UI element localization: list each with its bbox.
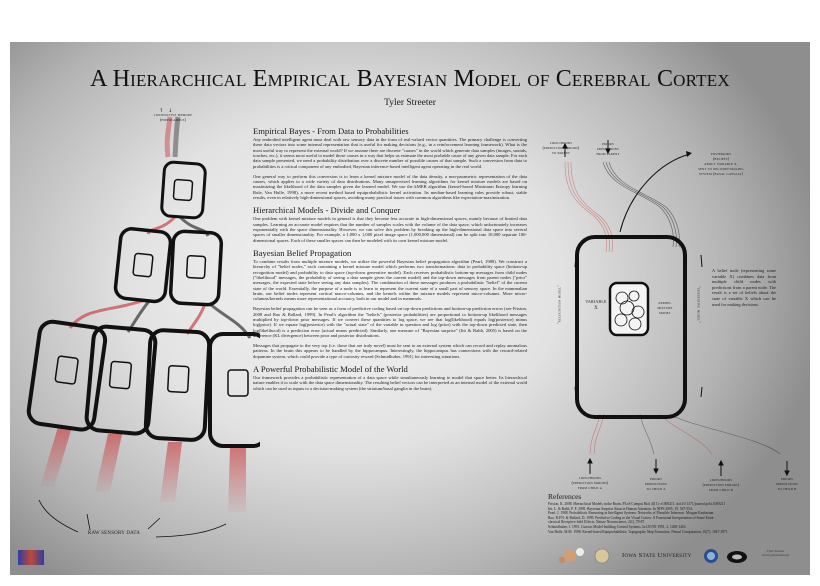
paragraph: To combine results from multiple mixture… <box>253 259 527 302</box>
poster-title: A Hierarchical Empirical Bayesian Model … <box>90 66 730 92</box>
belief-node <box>143 328 212 442</box>
section-belief-propagation: Bayesian Belief Propagation To combine r… <box>253 248 527 359</box>
reference-item: classical Receptive-field Effects. Natur… <box>548 520 646 525</box>
belief-node <box>26 319 108 432</box>
kernel-mixture-label: Kernelmixturemodel <box>657 301 673 315</box>
likelihoods-from-child-a-label: Likelihoods(prediction errors)from child… <box>571 476 609 490</box>
hierarchy-diagram: ↑ ↓ <box>26 108 260 538</box>
paragraph: Our framework provides a probabilistic r… <box>253 374 527 391</box>
reference-item: Friston, K. 2008. Hierarchical Models in… <box>548 502 726 506</box>
top-label-sub: (hippocampus) <box>159 118 187 122</box>
reference-item: Schmidhuber, J. 1991. Curious Model-buil… <box>548 524 687 529</box>
vrac-lab-logo <box>727 551 747 563</box>
references-heading: References <box>548 492 582 501</box>
section-heading: A Powerful Probabilistic Model of the Wo… <box>253 363 408 374</box>
belief-node <box>208 332 260 448</box>
paragraph: Bayesian belief propagation can be seen … <box>253 306 527 338</box>
belief-node <box>160 160 207 220</box>
text-column: Empirical Bayes - From Data to Probabili… <box>253 126 527 396</box>
paragraph: One problem with kernel mixture models i… <box>253 216 527 243</box>
seal-logo <box>594 548 610 564</box>
hippocampus-label: Conjunctive memory (hippocampus) <box>138 113 208 123</box>
raw-sensory-data-label: RAW SENSORY DATA <box>87 531 141 536</box>
posteriors-label: Posteriors(beliefs)about variable X,sent… <box>698 152 744 176</box>
arrow-down-icon: ↓ <box>168 108 172 114</box>
arrow-up-icon: ↑ <box>159 108 163 114</box>
section-empirical-bayes: Empirical Bayes - From Data to Probabili… <box>253 126 527 200</box>
sensory-arrows <box>38 499 227 538</box>
footer-logos <box>559 548 747 564</box>
section-probabilistic-model: A Powerful Probabilistic Model of the Wo… <box>253 364 527 391</box>
priors-to-child-b-label: Priorspredictionsto child B <box>776 477 798 491</box>
reference-item: Pearl, J. 1988. Probabilistic Reasoning … <box>548 511 715 516</box>
bubbles-logo <box>559 548 584 563</box>
references: References Friston, K. 2008. Hierarchica… <box>548 492 798 534</box>
paragraph: Any embodied intelligent agent must deal… <box>253 137 527 169</box>
belief-node <box>168 229 224 307</box>
belief-nodes <box>26 160 260 448</box>
poster: A Hierarchical Empirical Bayesian Model … <box>10 42 810 575</box>
top-strands <box>164 116 181 158</box>
reference-item: Rao, R.P.N. & Ballard, D. 1999. Predicti… <box>548 515 715 520</box>
sensory-strands <box>40 427 246 512</box>
emblem-logo <box>704 549 718 563</box>
belief-node-note: A belief node (representing some variabl… <box>712 268 776 307</box>
section-heading: Hierarchical Models - Divide and Conquer <box>253 205 401 216</box>
section-heading: Empirical Bayes - From Data to Probabili… <box>253 126 409 136</box>
likelihoods-to-parent-label: Likelihoods(prediction errors)to parent <box>542 141 580 155</box>
reference-item: Itti, L. & Baldi, P. F. 2005. Bayesian S… <box>548 506 693 511</box>
top-label: Conjunctive memory <box>153 113 193 117</box>
paragraph: One general way to perform this conversi… <box>253 173 527 200</box>
variable-x-label: VariableX <box>585 300 607 311</box>
author: Tyler Streeter <box>384 98 436 108</box>
iowa-state-university-logo: Iowa State University <box>622 552 692 559</box>
reference-item: Van Hulle, M.M. 1998. Kernel-based Equip… <box>548 529 729 534</box>
paragraph: Messages that propagate to the very top … <box>253 342 527 359</box>
belief-node <box>113 227 173 304</box>
priors-from-parent-label: Priorspredictionsfrom parent <box>596 142 620 156</box>
left-logo <box>18 550 44 565</box>
likelihoods-from-child-b-label: Likelihoods(prediction errors)from child… <box>702 478 740 492</box>
section-heading: Bayesian Belief Propagation <box>253 248 352 258</box>
priors-to-child-a-label: Priorspredictionsto child A <box>645 477 667 491</box>
section-hierarchical-models: Hierarchical Models - Divide and Conquer… <box>253 205 527 243</box>
belief-node <box>84 324 158 436</box>
